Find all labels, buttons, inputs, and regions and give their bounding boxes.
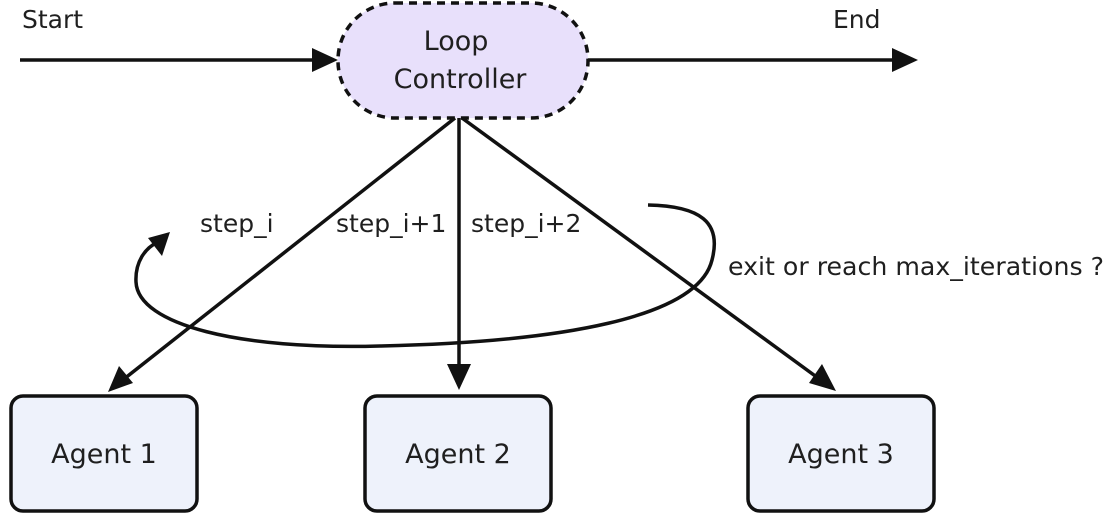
agent-1-node: Agent 1 (9, 394, 199, 513)
arrow-to-agent-2 (447, 118, 471, 390)
agent-2-label: Agent 2 (405, 439, 511, 470)
loop-condition-label: exit or reach max_iterations ? (728, 252, 1104, 281)
loop-controller-node: Loop Controller (336, 1, 590, 120)
step-i1-label: step_i+1 (336, 209, 446, 238)
controller-label-line1: Loop (424, 26, 489, 57)
end-arrow (588, 48, 918, 72)
agent-3-label: Agent 3 (788, 439, 894, 470)
loop-curve (134, 203, 717, 349)
step-i2-label: step_i+2 (471, 209, 581, 238)
start-arrow (20, 48, 338, 72)
end-label: End (833, 5, 881, 34)
start-label: Start (22, 5, 83, 34)
agent-1-label: Agent 1 (51, 439, 157, 470)
arrow-to-agent-3 (460, 116, 836, 391)
step-i-label: step_i (200, 209, 274, 238)
agent-2-node: Agent 2 (363, 394, 553, 513)
controller-label-line2: Controller (394, 64, 528, 95)
arrow-to-agent-1 (108, 116, 457, 392)
agent-3-node: Agent 3 (746, 394, 936, 513)
